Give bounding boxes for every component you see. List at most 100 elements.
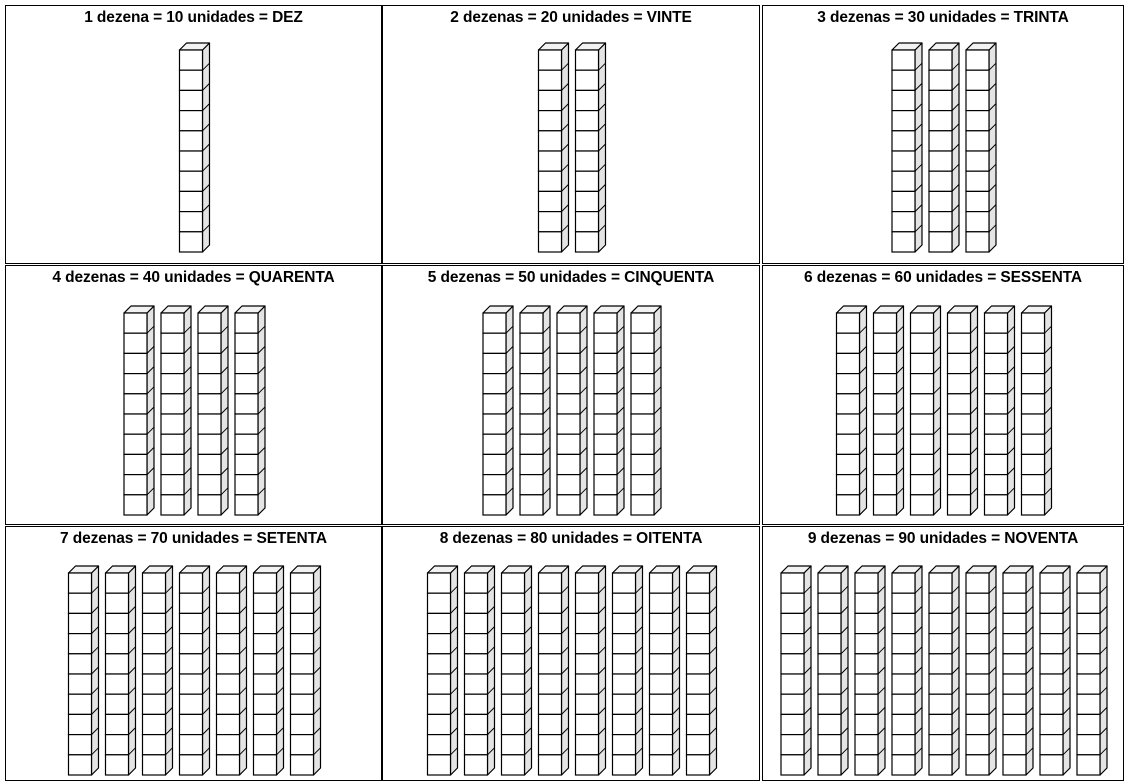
unit-cube — [631, 495, 654, 515]
ten-rod — [837, 306, 867, 515]
unit-cube — [124, 434, 147, 454]
unit-cube — [69, 694, 92, 714]
unit-cube — [143, 573, 166, 593]
unit-cube — [143, 674, 166, 694]
unit-cube — [235, 353, 258, 373]
unit-cube — [539, 111, 562, 131]
unit-cube — [198, 495, 221, 515]
unit-cube — [576, 755, 599, 775]
card-8-dezenas: 8 dezenas = 80 unidades = OITENTA — [382, 526, 760, 781]
unit-cube — [180, 735, 203, 755]
ten-rod — [929, 43, 959, 252]
unit-cube — [428, 634, 451, 654]
unit-cube — [428, 593, 451, 613]
ten-rod — [143, 566, 173, 775]
unit-cube — [539, 232, 562, 252]
unit-cube — [143, 714, 166, 734]
unit-cube — [631, 454, 654, 474]
unit-cube — [180, 151, 203, 171]
unit-cube — [781, 674, 804, 694]
unit-cube — [161, 414, 184, 434]
unit-cube — [594, 495, 617, 515]
unit-cube — [465, 613, 488, 633]
unit-cube — [198, 394, 221, 414]
ten-rod — [520, 306, 550, 515]
unit-cube — [1040, 755, 1063, 775]
unit-cube — [966, 755, 989, 775]
unit-cube — [948, 414, 971, 434]
ten-rod — [198, 306, 228, 515]
unit-cube — [929, 131, 952, 151]
unit-cube — [557, 475, 580, 495]
unit-cube — [892, 151, 915, 171]
unit-cube — [594, 353, 617, 373]
unit-cube — [217, 735, 240, 755]
unit-cube — [576, 50, 599, 70]
unit-cube — [911, 434, 934, 454]
unit-cube — [1003, 613, 1026, 633]
unit-cube — [650, 654, 673, 674]
unit-cube — [1040, 735, 1063, 755]
unit-cube — [966, 573, 989, 593]
unit-cube — [161, 495, 184, 515]
unit-cube — [180, 573, 203, 593]
unit-cube — [929, 755, 952, 775]
ten-rod — [291, 566, 321, 775]
ten-rod — [254, 566, 284, 775]
unit-cube — [966, 694, 989, 714]
unit-cube — [892, 593, 915, 613]
unit-cube — [594, 434, 617, 454]
unit-cube — [874, 475, 897, 495]
unit-cube — [818, 694, 841, 714]
ten-rod — [1003, 566, 1033, 775]
unit-cube — [161, 353, 184, 373]
unit-cube — [539, 654, 562, 674]
unit-cube — [291, 694, 314, 714]
unit-cube — [650, 674, 673, 694]
unit-cube — [948, 475, 971, 495]
ten-rod — [594, 306, 624, 515]
unit-cube — [1077, 634, 1100, 654]
ten-rod — [1077, 566, 1107, 775]
unit-cube — [911, 454, 934, 474]
unit-cube — [631, 333, 654, 353]
unit-cube — [892, 90, 915, 110]
unit-cube — [235, 394, 258, 414]
unit-cube — [180, 232, 203, 252]
unit-cube — [1003, 573, 1026, 593]
unit-cube — [650, 694, 673, 714]
unit-cube — [235, 495, 258, 515]
unit-cube — [106, 755, 129, 775]
unit-cube — [124, 414, 147, 434]
rods-illustration — [383, 266, 760, 525]
unit-cube — [557, 313, 580, 333]
unit-cube — [124, 454, 147, 474]
unit-cube — [966, 151, 989, 171]
unit-cube — [198, 454, 221, 474]
unit-cube — [650, 755, 673, 775]
unit-cube — [855, 634, 878, 654]
unit-cube — [1003, 593, 1026, 613]
unit-cube — [892, 50, 915, 70]
unit-cube — [929, 613, 952, 633]
unit-cube — [613, 714, 636, 734]
unit-cube — [180, 212, 203, 232]
unit-cube — [1003, 654, 1026, 674]
unit-cube — [520, 353, 543, 373]
unit-cube — [124, 374, 147, 394]
unit-cube — [465, 654, 488, 674]
unit-cube — [892, 70, 915, 90]
unit-cube — [985, 333, 1008, 353]
unit-cube — [1003, 735, 1026, 755]
unit-cube — [1040, 694, 1063, 714]
unit-cube — [892, 755, 915, 775]
unit-cube — [217, 694, 240, 714]
unit-cube — [520, 374, 543, 394]
unit-cube — [781, 714, 804, 734]
card-5-dezenas: 5 dezenas = 50 unidades = CINQUENTA — [382, 265, 760, 525]
ten-rod — [483, 306, 513, 515]
unit-cube — [483, 353, 506, 373]
unit-cube — [502, 735, 525, 755]
unit-cube — [576, 70, 599, 90]
unit-cube — [1022, 353, 1045, 373]
